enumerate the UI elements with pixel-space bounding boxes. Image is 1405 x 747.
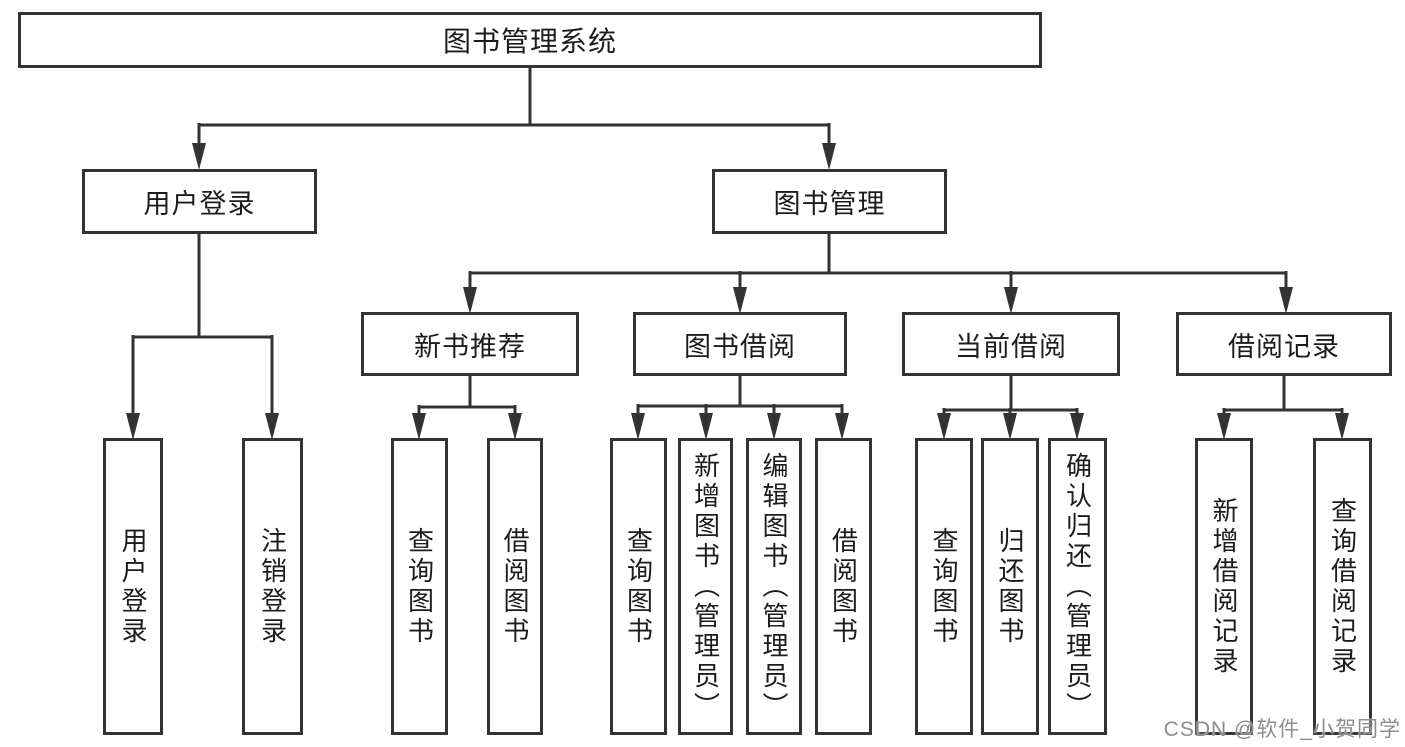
node-label: 当前借阅 <box>955 331 1067 362</box>
node-label: 注销登录 <box>257 526 288 647</box>
node-current-borrow: 当前借阅 <box>902 312 1120 376</box>
node-label: 新增图书（管理员） <box>690 451 721 722</box>
node-label: 用户登录 <box>118 526 148 647</box>
leaf-query-books-current: 查询图书 <box>915 438 973 735</box>
leaf-add-borrow-record: 新增借阅记录 <box>1195 438 1253 735</box>
leaf-logout: 注销登录 <box>242 438 303 735</box>
leaf-query-books-borrow: 查询图书 <box>610 438 667 735</box>
node-label: 借阅图书 <box>828 526 859 647</box>
node-label: 新增借阅记录 <box>1209 496 1239 677</box>
node-label: 借阅图书 <box>500 526 530 647</box>
node-label: 归还图书 <box>995 526 1025 647</box>
node-label: 新书推荐 <box>414 331 526 362</box>
node-new-book-recommend: 新书推荐 <box>361 312 579 376</box>
leaf-edit-book-admin: 编辑图书（管理员） <box>746 438 802 735</box>
leaf-return-book: 归还图书 <box>981 438 1039 735</box>
node-borrow-records: 借阅记录 <box>1176 312 1392 376</box>
node-label: 编辑图书（管理员） <box>759 451 789 722</box>
node-label: 图书管理 <box>773 189 886 219</box>
node-label: 查询图书 <box>623 526 654 647</box>
leaf-query-borrow-record: 查询借阅记录 <box>1313 438 1372 735</box>
node-label: 借阅记录 <box>1228 331 1340 362</box>
csdn-watermark: CSDN @软件_小贺同学 <box>1163 718 1401 741</box>
node-label: 查询借阅记录 <box>1327 496 1358 677</box>
node-label: 图书管理系统 <box>442 26 617 57</box>
node-label: 查询图书 <box>929 526 959 647</box>
node-label: 用户登录 <box>143 189 256 219</box>
leaf-user-login: 用户登录 <box>103 438 163 735</box>
leaf-query-books-recommend: 查询图书 <box>391 438 448 735</box>
node-root: 图书管理系统 <box>18 12 1042 68</box>
leaf-add-book-admin: 新增图书（管理员） <box>678 438 733 735</box>
node-label: 确认归还（管理员） <box>1062 451 1093 722</box>
node-label: 查询图书 <box>404 526 435 647</box>
leaf-confirm-return-admin: 确认归还（管理员） <box>1048 438 1107 735</box>
leaf-borrow-books: 借阅图书 <box>815 438 872 735</box>
node-book-borrow: 图书借阅 <box>633 312 847 376</box>
node-book-management: 图书管理 <box>712 169 947 234</box>
leaf-borrow-books-recommend: 借阅图书 <box>487 438 543 735</box>
node-label: 图书借阅 <box>684 331 796 362</box>
node-user-login: 用户登录 <box>82 169 317 234</box>
